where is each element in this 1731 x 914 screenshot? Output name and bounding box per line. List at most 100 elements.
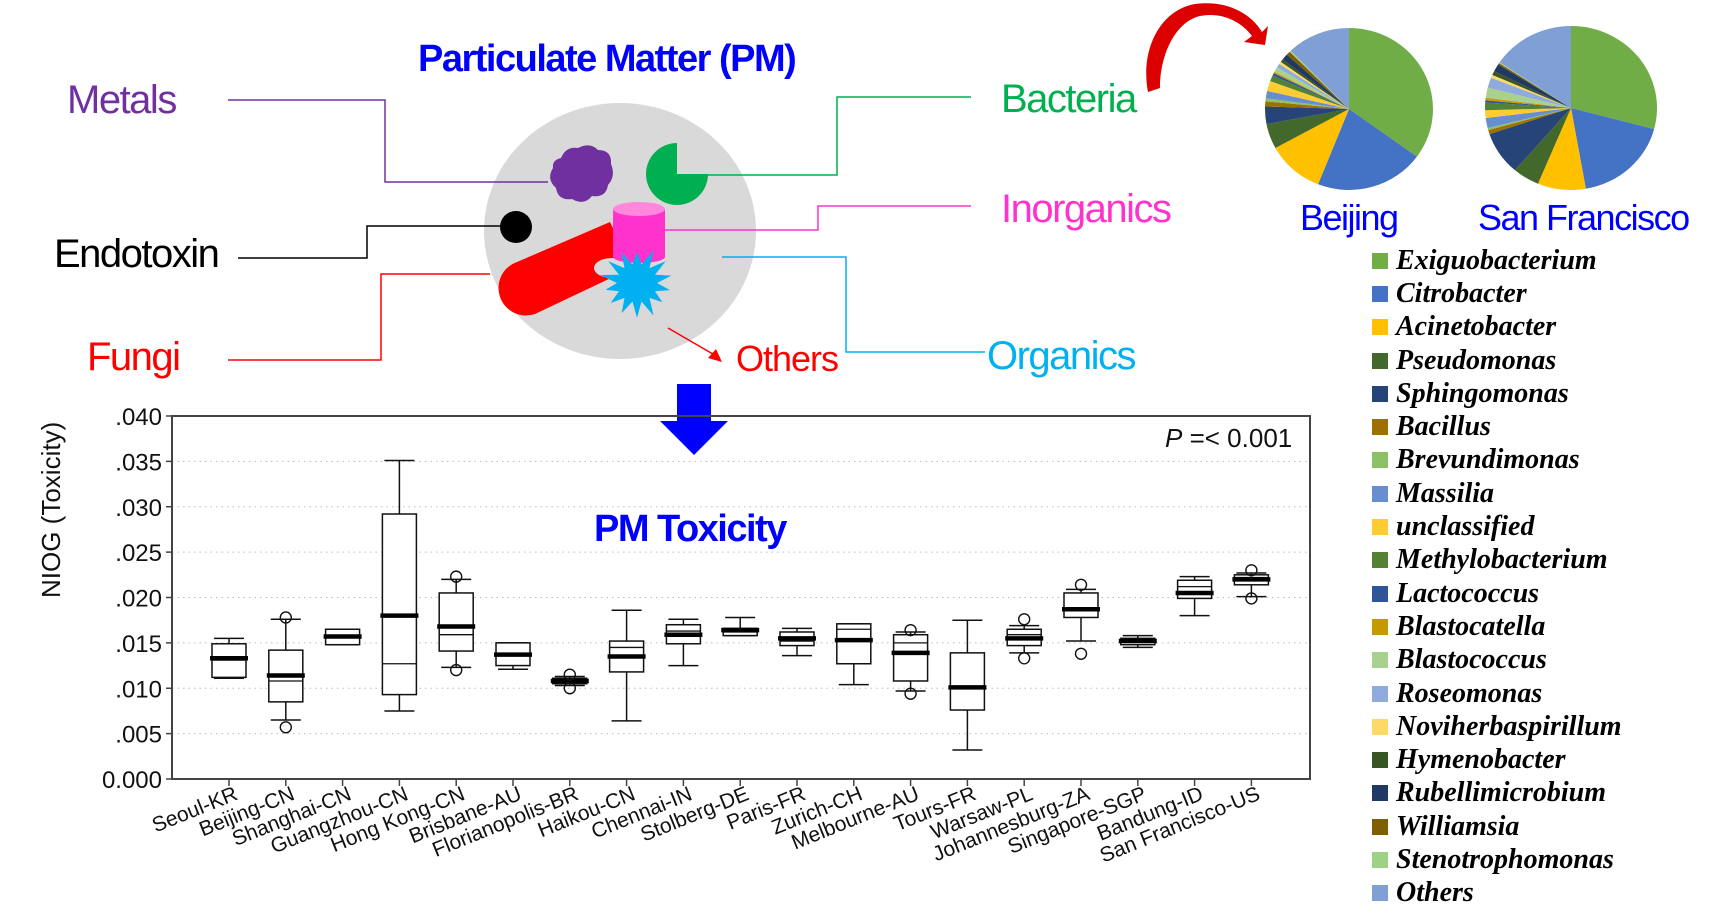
outlier-point — [450, 570, 463, 583]
pie-slice — [1273, 71, 1349, 109]
p-value-annotation: P =< 0.001 — [1165, 425, 1292, 451]
inorganics-connector — [665, 205, 971, 231]
legend-swatch — [1372, 585, 1388, 602]
pie-slice — [1272, 73, 1349, 109]
box-bandung-id — [1175, 575, 1214, 617]
legend-item: Methylobacterium — [1372, 544, 1622, 577]
legend-label: Bacillus — [1396, 411, 1491, 443]
box-johannesburg-za — [1062, 578, 1100, 660]
pie-slice — [1485, 97, 1571, 108]
legend-item: Stenotrophomonas — [1372, 843, 1622, 876]
pie-title-san-francisco: San Francisco — [1478, 197, 1690, 238]
legend-swatch — [1372, 385, 1388, 402]
legend-swatch — [1372, 285, 1388, 302]
organics-star-icon — [600, 250, 672, 318]
box-tours-fr — [948, 619, 987, 751]
down-arrow-icon — [660, 384, 728, 455]
legend-label: Citrobacter — [1396, 277, 1527, 309]
box-iqr — [892, 633, 929, 682]
diagram-title: Particulate Matter (PM) — [418, 38, 797, 80]
outlier-point — [563, 682, 576, 695]
legend-swatch — [1372, 352, 1388, 369]
label-fungi: Fungi — [87, 335, 181, 379]
legend-item: Roseomonas — [1372, 677, 1622, 710]
pie-slice — [1264, 106, 1349, 125]
p-value-text: =< 0.001 — [1189, 423, 1293, 453]
pie-slice — [1265, 90, 1349, 109]
pie-slice — [1485, 100, 1571, 108]
outlier-point — [1074, 647, 1088, 660]
y-tick-label: .030 — [115, 495, 162, 522]
legend-swatch — [1372, 319, 1388, 336]
legend-label: Brevundimonas — [1396, 444, 1580, 476]
box-iqr — [1063, 592, 1099, 619]
box-iqr — [836, 623, 872, 665]
bacteria-connector — [677, 96, 971, 176]
pie-slice — [1349, 28, 1434, 157]
legend-item: Blastococcus — [1372, 644, 1622, 677]
legend-label: Others — [1396, 877, 1474, 909]
pie-slice — [1485, 87, 1571, 108]
metals-icon — [550, 145, 613, 202]
outlier-point — [904, 687, 917, 700]
pie-slice — [1485, 102, 1571, 111]
legend-item: Bacillus — [1372, 410, 1622, 443]
label-bacteria: Bacteria — [1001, 77, 1137, 121]
outlier-point — [1245, 564, 1258, 577]
box-shanghai-cn — [323, 628, 362, 646]
y-tick-label: .025 — [115, 540, 162, 567]
legend-label: Lactococcus — [1396, 577, 1540, 609]
box-paris-fr — [778, 627, 816, 657]
outlier-point — [279, 611, 292, 624]
pie-slice — [1571, 108, 1655, 189]
y-tick-label: .015 — [115, 631, 162, 658]
pie-slice — [1286, 51, 1349, 109]
legend-item: Sphingomonas — [1372, 377, 1622, 410]
pie-slice — [1274, 67, 1349, 109]
outlier-point — [563, 668, 576, 681]
legend-swatch — [1372, 851, 1388, 868]
legend-label: Methylobacterium — [1396, 544, 1608, 576]
endotoxin-connector — [238, 225, 500, 259]
legend-item: Hymenobacter — [1372, 743, 1622, 776]
box-brisbane-au — [494, 642, 532, 670]
legend-swatch — [1372, 818, 1388, 835]
pie-slice — [1265, 101, 1349, 109]
plot-frame — [171, 415, 1311, 780]
box-san-francisco-us — [1232, 564, 1271, 605]
y-tick-label: .005 — [115, 722, 162, 749]
legend-swatch — [1372, 552, 1388, 569]
legend-swatch — [1372, 785, 1388, 802]
outlier-point — [450, 663, 463, 677]
pie-slice — [1276, 63, 1349, 109]
pie-title-beijing: Beijing — [1300, 197, 1399, 238]
box-beijing-cn — [266, 611, 305, 734]
pie-beijing — [1264, 28, 1434, 190]
outlier-point — [904, 623, 917, 637]
legend-label: Pseudomonas — [1396, 344, 1557, 376]
label-metals: Metals — [67, 78, 177, 122]
legend-swatch — [1372, 752, 1388, 769]
legend-item: Acinetobacter — [1372, 311, 1622, 344]
legend-label: Hymenobacter — [1396, 744, 1566, 776]
legend-label: Exiguobacterium — [1396, 244, 1597, 276]
label-inorganics: Inorganics — [1001, 187, 1172, 231]
pie-slice — [1537, 108, 1586, 191]
pie-slice — [1487, 108, 1571, 131]
organics-connector — [722, 256, 985, 353]
legend-label: Sphingomonas — [1396, 377, 1569, 409]
legend-item: Exiguobacterium — [1372, 244, 1622, 277]
pie-slice — [1485, 108, 1571, 118]
legend-item: Others — [1372, 877, 1622, 910]
outlier-point — [279, 721, 292, 734]
pie-slice — [1279, 61, 1349, 109]
others-arrow-line — [667, 327, 719, 358]
legend-item: unclassified — [1372, 510, 1622, 543]
outlier-point — [1017, 652, 1031, 665]
legend-swatch — [1372, 519, 1388, 536]
pie-slice — [1289, 50, 1349, 109]
pie-slice — [1487, 77, 1571, 108]
pie-charts — [1264, 25, 1658, 191]
legend-swatch — [1372, 685, 1388, 702]
metals-connector — [228, 99, 548, 183]
